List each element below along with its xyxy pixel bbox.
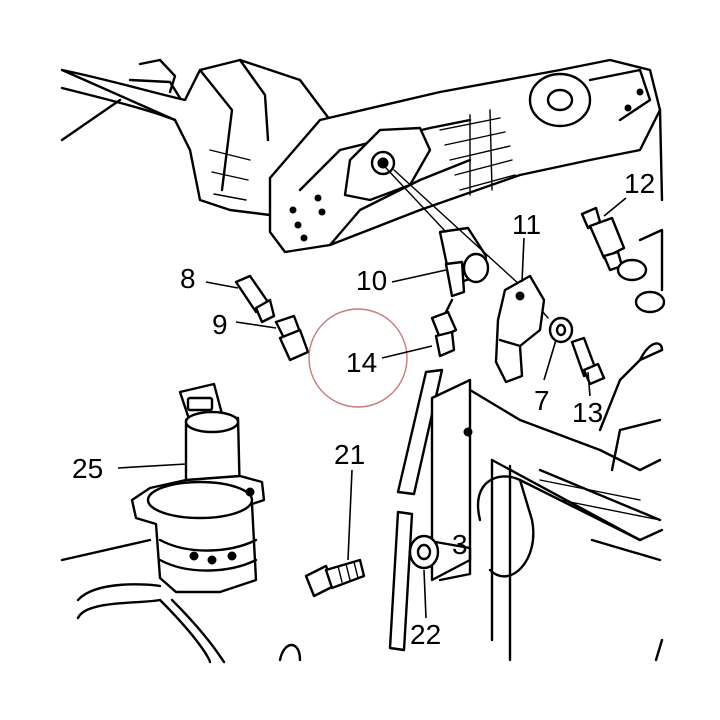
part-8-bulb bbox=[234, 274, 276, 324]
label-21: 21 bbox=[334, 439, 365, 470]
instrument-panel bbox=[60, 58, 664, 254]
part-10-fitting bbox=[385, 167, 549, 319]
part-13-bolt bbox=[570, 336, 606, 386]
part-21-screw bbox=[304, 558, 366, 598]
part-11-bracket bbox=[494, 274, 546, 384]
label-25: 25 bbox=[72, 453, 103, 484]
leader-lines bbox=[117, 197, 627, 619]
label-14: 14 bbox=[346, 347, 377, 378]
label-7: 7 bbox=[534, 385, 550, 416]
part-labels: 25 8 9 10 11 12 14 7 13 21 22 3 bbox=[72, 168, 655, 650]
label-11: 11 bbox=[512, 209, 541, 240]
label-8: 8 bbox=[180, 263, 196, 294]
part-9-holder bbox=[274, 314, 310, 362]
part-7-washer bbox=[548, 316, 574, 344]
label-3: 3 bbox=[452, 529, 468, 560]
part-25-ignition-lock bbox=[60, 382, 266, 664]
part-22-washer bbox=[408, 534, 440, 570]
label-22: 22 bbox=[410, 619, 441, 650]
label-9: 9 bbox=[212, 309, 228, 340]
label-12: 12 bbox=[624, 168, 655, 199]
label-10: 10 bbox=[356, 265, 387, 296]
part-14-highlight-circle bbox=[308, 308, 408, 408]
label-13: 13 bbox=[572, 397, 603, 428]
lower-frame bbox=[422, 342, 664, 662]
part-12-switch bbox=[580, 206, 666, 314]
